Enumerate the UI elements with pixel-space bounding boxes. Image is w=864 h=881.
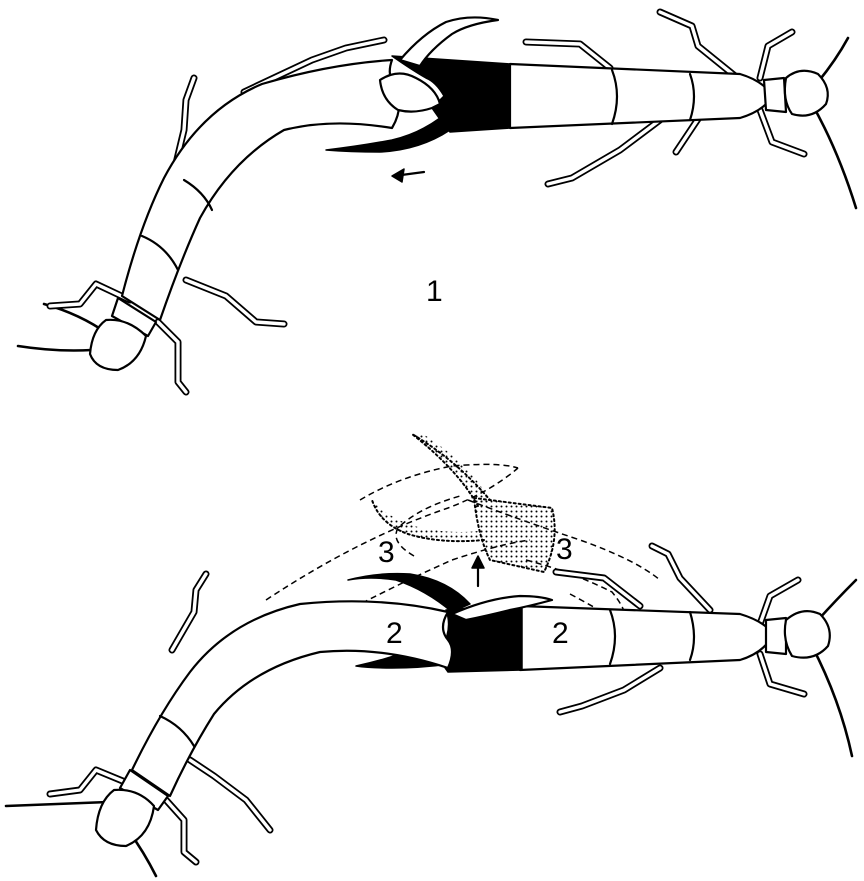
panel-2: 3 3 2 2 — [6, 432, 856, 876]
panel-label-1: 1 — [426, 275, 443, 308]
label-prior-right: 2 — [552, 617, 569, 650]
antenna — [812, 104, 856, 208]
antenna — [818, 38, 848, 82]
label-next-right: 3 — [556, 533, 573, 566]
head — [96, 790, 154, 846]
cercus-upper — [400, 17, 498, 66]
abdomen — [122, 60, 399, 320]
label-prior-left: 2 — [386, 617, 403, 650]
next-genital-segment — [474, 498, 555, 572]
thorax — [764, 78, 786, 112]
panel-1: 1 — [18, 12, 856, 392]
head — [785, 71, 828, 116]
head — [785, 611, 830, 658]
abdomen — [510, 64, 770, 128]
label-next-left: 3 — [378, 536, 395, 569]
thorax — [766, 618, 786, 654]
left-insect-panel-1 — [18, 40, 440, 392]
